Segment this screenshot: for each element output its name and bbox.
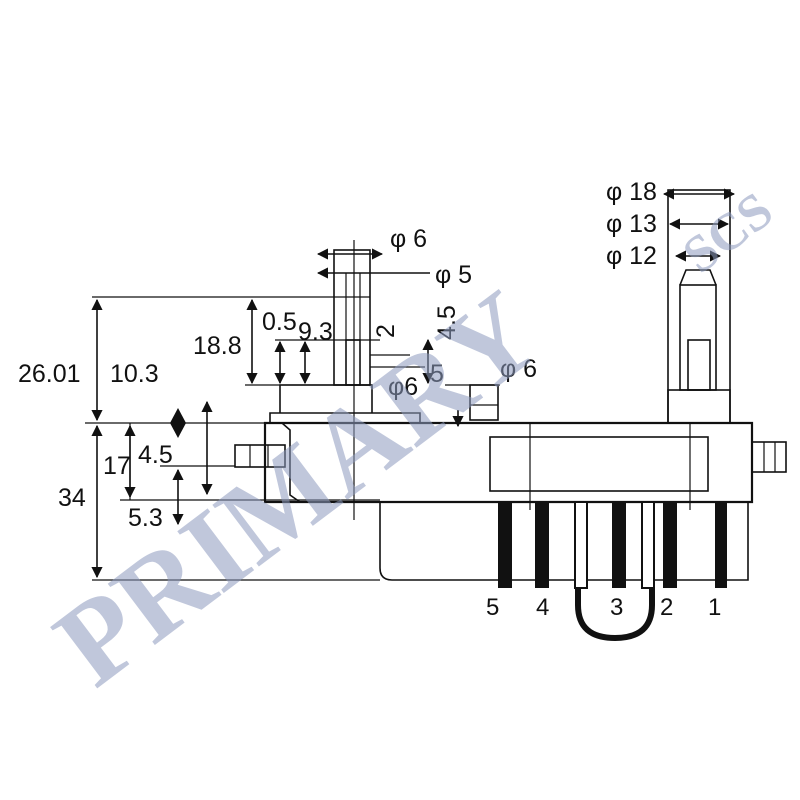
pin-2 [663, 502, 677, 588]
pin-1 [715, 502, 727, 588]
label-2: 2 [372, 324, 400, 338]
label-phi6-right: φ 6 [500, 355, 537, 383]
pin-3-left [574, 501, 588, 589]
pin-number-2: 2 [660, 594, 673, 621]
pin-number-4: 4 [536, 594, 549, 621]
pin-2-left [641, 501, 655, 589]
label-4-5: 4.5 [138, 441, 173, 469]
label-26-01: 26.01 [18, 360, 81, 388]
watermark-sub: SCS [673, 182, 783, 285]
pin-number-1: 1 [708, 594, 721, 621]
pin-loop [575, 588, 655, 642]
pin-4 [535, 502, 549, 588]
label-phi13: φ 13 [606, 210, 657, 238]
label-9-3: 9.3 [298, 318, 333, 346]
component-body [234, 189, 787, 581]
pin-number-3: 3 [610, 594, 623, 621]
label-10-3: 10.3 [110, 360, 159, 388]
label-5-3: 5.3 [128, 504, 163, 532]
pin-numbers: 5 4 3 2 1 [486, 594, 721, 621]
label-phi5-top: φ 5 [435, 261, 472, 289]
label-phi6-small: φ6 [388, 373, 418, 401]
label-phi18: φ 18 [606, 178, 657, 206]
pin-3 [612, 502, 626, 588]
pin-number-5: 5 [486, 594, 499, 621]
label-phi12: φ 12 [606, 242, 657, 270]
label-0-5: 0.5 [262, 308, 297, 336]
label-phi6-top: φ 6 [390, 225, 427, 253]
label-34: 34 [58, 484, 86, 512]
label-17: 17 [103, 452, 131, 480]
label-5: 5 [430, 360, 444, 388]
pins [498, 501, 727, 642]
label-18-8: 18.8 [193, 332, 242, 360]
pin-5 [498, 502, 512, 588]
dimension-lines [85, 188, 736, 581]
dimension-labels: 26.01 10.3 18.8 0.5 9.3 2 4.5 5 φ6 φ 6 φ… [18, 178, 657, 532]
label-4-5-vertical: 4.5 [433, 305, 461, 340]
